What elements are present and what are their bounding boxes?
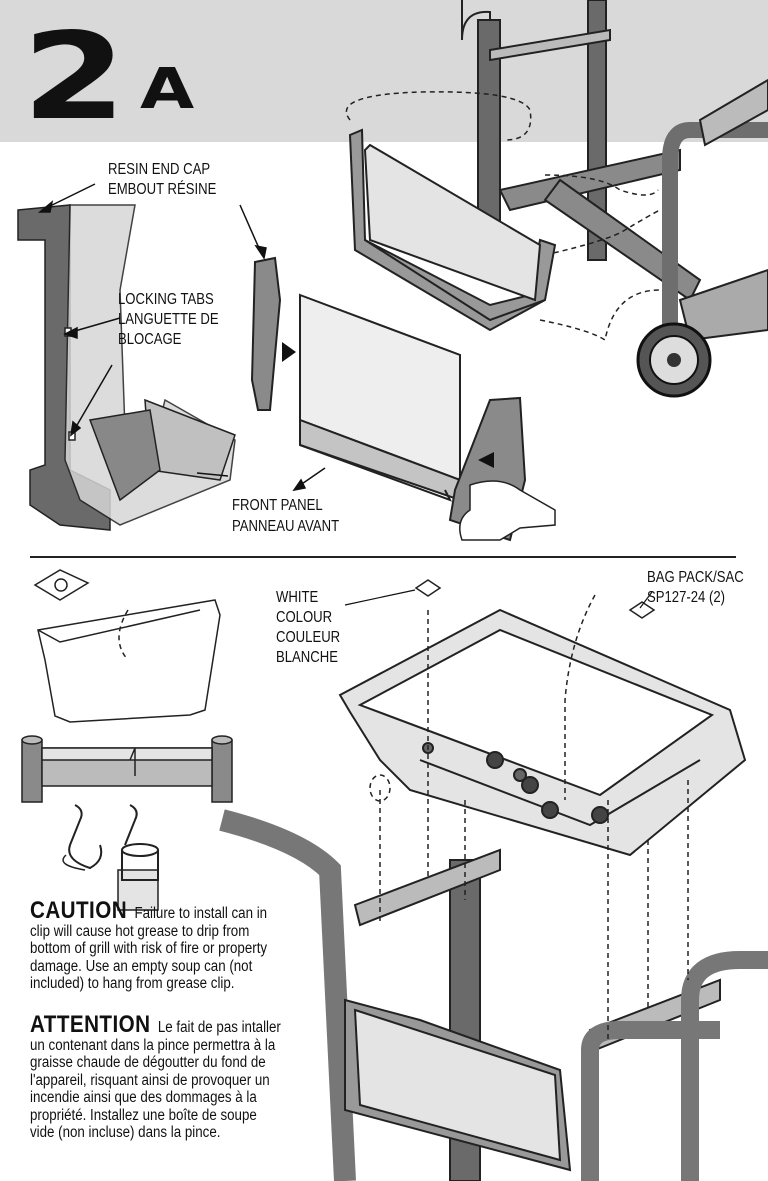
grease-clips [68,804,159,881]
callout-front-panel-en: FRONT PANEL [232,497,323,514]
attention-line-4: l'appareil, risquant ainsi de provoquer … [30,1071,270,1089]
callout-white-colour-1: WHITE [276,589,319,606]
dashed-guides-top [345,91,661,342]
attention-line-6: propriété. Installez une boîte de soupe [30,1106,257,1124]
attention-line-7: vide (non incluse) dans la pince. [30,1124,221,1141]
step-number: 2 [22,8,126,147]
callout-resin-end-cap-en: RESIN END CAP [108,161,211,178]
callout-resin-end-cap-fr: EMBOUT RÉSINE [108,181,217,198]
cart-frame-top [461,0,768,342]
attention-line-3: graisse chaude de dégoutter du fond de [30,1054,266,1071]
grease-tray-detail [21,569,233,911]
grease-tray-main [338,608,747,857]
header-band [0,0,768,142]
caution-line-1: Failure to install can in [134,905,268,922]
callout-front-panel-fr: PANNEAU AVANT [232,518,340,535]
callout-locking-tabs-fr-2: BLOCAGE [118,331,182,348]
caution-block: CAUTION Failure to install can in clip w… [30,899,330,993]
attention-line-2: un contenant dans la pince permettra à l… [30,1036,276,1054]
callout-white-colour-2: COLOUR [276,609,333,626]
wheel [636,322,712,398]
hand [459,480,556,541]
leader-lines-top [37,183,326,492]
dashed-guides-bottom [118,594,689,1040]
caution-line-5: included) to hang from grease clip. [30,975,235,992]
leader-lines-bottom [344,589,653,609]
callout-bag-pack-1: BAG PACK/SAC [647,569,744,586]
assembly-arrows [282,342,494,468]
callout-bag-pack-2: SP127-24 (2) [647,589,726,606]
resin-end-cap-detail [17,204,236,531]
caution-line-3: bottom of grill with risk of fire or pro… [30,940,268,957]
attention-heading: ATTENTION [30,1011,151,1038]
callout-locking-tabs-fr-1: LANGUETTE DE [118,311,219,328]
step-letter: A [140,57,195,122]
attention-line-1: Le fait de pas intaller [157,1019,281,1036]
attention-line-5: incendie ainsi que des dommages à la [30,1089,257,1106]
cart-frame-bottom [219,809,768,1181]
caution-line-4: damage. Use an empty soup can (not [30,957,253,975]
callout-white-colour-4: BLANCHE [276,649,338,666]
callout-white-colour-3: COULEUR [276,629,341,646]
wing-nuts [414,579,656,619]
callout-locking-tabs-en: LOCKING TABS [118,291,214,308]
caution-line-2: clip will cause hot grease to drip from [30,922,250,940]
section-divider [30,556,736,558]
rear-panel-installed [348,128,557,332]
attention-block: ATTENTION Le fait de pas intaller un con… [30,1013,330,1142]
caution-heading: CAUTION [30,897,128,924]
